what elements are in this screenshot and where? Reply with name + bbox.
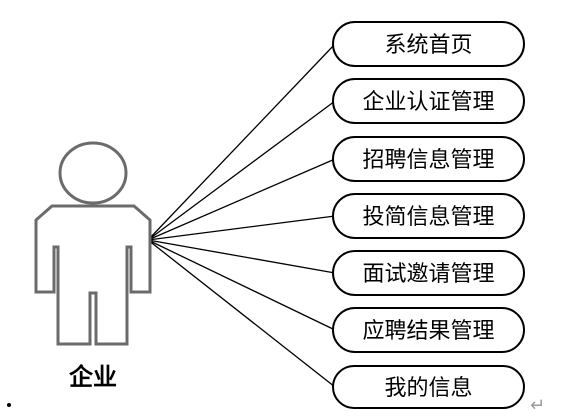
use-case-label: 我的信息 [384, 376, 472, 401]
connector-line [147, 239, 336, 274]
connector-line [147, 239, 336, 331]
use-case-recruitment-info[interactable]: 招聘信息管理 [332, 136, 525, 182]
return-mark-icon: ↵ [530, 395, 545, 416]
connector-line [147, 158, 336, 241]
connector-line [147, 239, 336, 388]
use-case-label: 企业认证管理 [362, 90, 494, 115]
connector-lines [147, 43, 336, 388]
connector-line [147, 43, 336, 241]
use-case-label: 招聘信息管理 [362, 148, 494, 173]
use-case-my-info[interactable]: 我的信息 [332, 365, 525, 409]
use-case-resume-info[interactable]: 投简信息管理 [332, 193, 525, 239]
use-case-application-result[interactable]: 应聘结果管理 [332, 307, 525, 353]
person-outline-icon [34, 141, 152, 346]
connector-line [147, 215, 336, 241]
use-case-list: 系统首页 企业认证管理 招聘信息管理 投简信息管理 面试邀请管理 应聘结果管理 … [332, 21, 525, 409]
use-case-label: 应聘结果管理 [362, 319, 494, 344]
use-case-label: 投简信息管理 [362, 205, 494, 230]
use-case-enterprise-certification[interactable]: 企业认证管理 [332, 78, 525, 124]
use-case-interview-invitation[interactable]: 面试邀请管理 [332, 250, 525, 296]
use-case-label: 系统首页 [384, 33, 472, 58]
actor-label: 企业 [69, 363, 117, 391]
use-case-home[interactable]: 系统首页 [332, 21, 525, 67]
use-case-label: 面试邀请管理 [362, 262, 494, 287]
bullet-dot [7, 403, 11, 407]
connector-line [147, 100, 336, 241]
